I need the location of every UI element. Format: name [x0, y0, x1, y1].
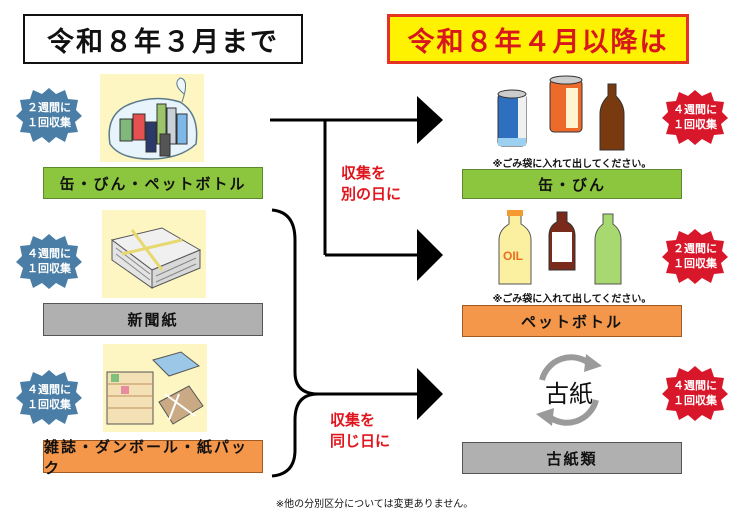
burst-shape-icon: [662, 229, 728, 284]
newspaper-bundle-image: [102, 210, 206, 298]
split-collection-note: 収集を 別の日に: [341, 164, 402, 203]
label-cans-bottles-pet: 缶・びん・ペットボトル: [43, 167, 263, 199]
magazines-cardboard-image: [103, 344, 207, 432]
arrow-head-icon: [417, 368, 443, 420]
recycle-paper-icon: 古紙: [528, 350, 610, 430]
label-waste-paper: 古紙類: [462, 442, 682, 474]
header-before: 令和８年３月まで: [23, 14, 303, 64]
cans-bottle-image: [490, 74, 650, 154]
recycle-paper-text: 古紙: [545, 380, 593, 408]
burst-shape-icon: [16, 370, 82, 425]
header-after: 令和８年４月以降は: [387, 14, 689, 64]
label-pet-bottles: ペットボトル: [462, 305, 682, 337]
pet-bottles-image: OIL: [495, 208, 645, 288]
arrow-head-icon: [417, 96, 443, 144]
label-magazines-cardboard-cartons: 雑誌・ダンボール・紙パック: [43, 438, 263, 477]
label-newspaper: 新聞紙: [43, 303, 263, 336]
arrow-head-icon: [417, 229, 443, 281]
burst-shape-icon: [16, 88, 82, 143]
label-cans-bottles: 缶・びん: [462, 169, 682, 199]
burst-shape-icon: [16, 234, 82, 289]
svg-text:OIL: OIL: [503, 249, 523, 263]
cans-bottles-bag-image: [100, 74, 204, 162]
burst-shape-icon: [662, 366, 728, 421]
bag-instruction-note: ※ごみ袋に入れて出してください。: [492, 294, 652, 305]
burst-shape-icon: [662, 90, 728, 145]
merge-collection-note: 収集を 同じ日に: [330, 411, 391, 450]
bag-instruction-note: ※ごみ袋に入れて出してください。: [492, 159, 652, 170]
footnote: ※他の分別区分については変更ありません。: [275, 499, 474, 510]
